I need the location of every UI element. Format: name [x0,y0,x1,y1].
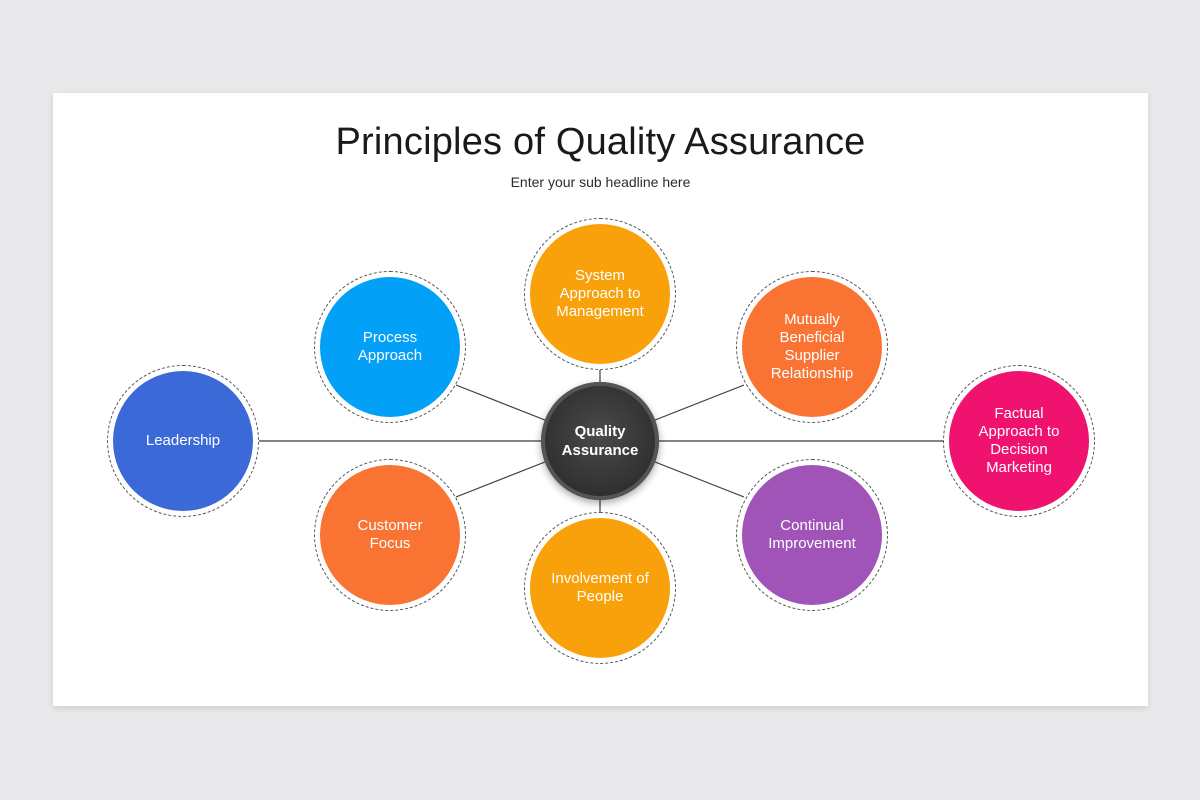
connector-process-approach [455,384,551,423]
principle-customer-focus: Customer Focus [314,459,466,611]
principle-involvement-of-people-label: Involvement of People [530,518,670,658]
principle-supplier-relationship: Mutually Beneficial Supplier Relationshi… [736,271,888,423]
principle-process-approach-label: Process Approach [320,277,460,417]
connector-supplier-relationship [649,384,745,423]
hub-quality-assurance: Quality Assurance [541,382,659,500]
hub-label: Quality Assurance [561,423,639,459]
principle-leadership: Leadership [107,365,259,517]
principle-process-approach: Process Approach [314,271,466,423]
principle-factual-approach-label: Factual Approach to Decision Marketing [949,371,1089,511]
principle-continual-improvement-label: Continual Improvement [742,465,882,605]
principle-involvement-of-people: Involvement of People [524,512,676,664]
connector-customer-focus [455,459,551,498]
principle-supplier-relationship-label: Mutually Beneficial Supplier Relationshi… [742,277,882,417]
connector-continual-improvement [649,459,745,498]
principle-continual-improvement: Continual Improvement [736,459,888,611]
slide-subtitle: Enter your sub headline here [510,174,691,190]
slide-title: Principles of Quality Assurance [335,121,866,163]
principle-factual-approach: Factual Approach to Decision Marketing [943,365,1095,517]
principle-system-approach: System Approach to Management [524,218,676,370]
principle-leadership-label: Leadership [113,371,253,511]
principle-system-approach-label: System Approach to Management [530,224,670,364]
principle-customer-focus-label: Customer Focus [320,465,460,605]
